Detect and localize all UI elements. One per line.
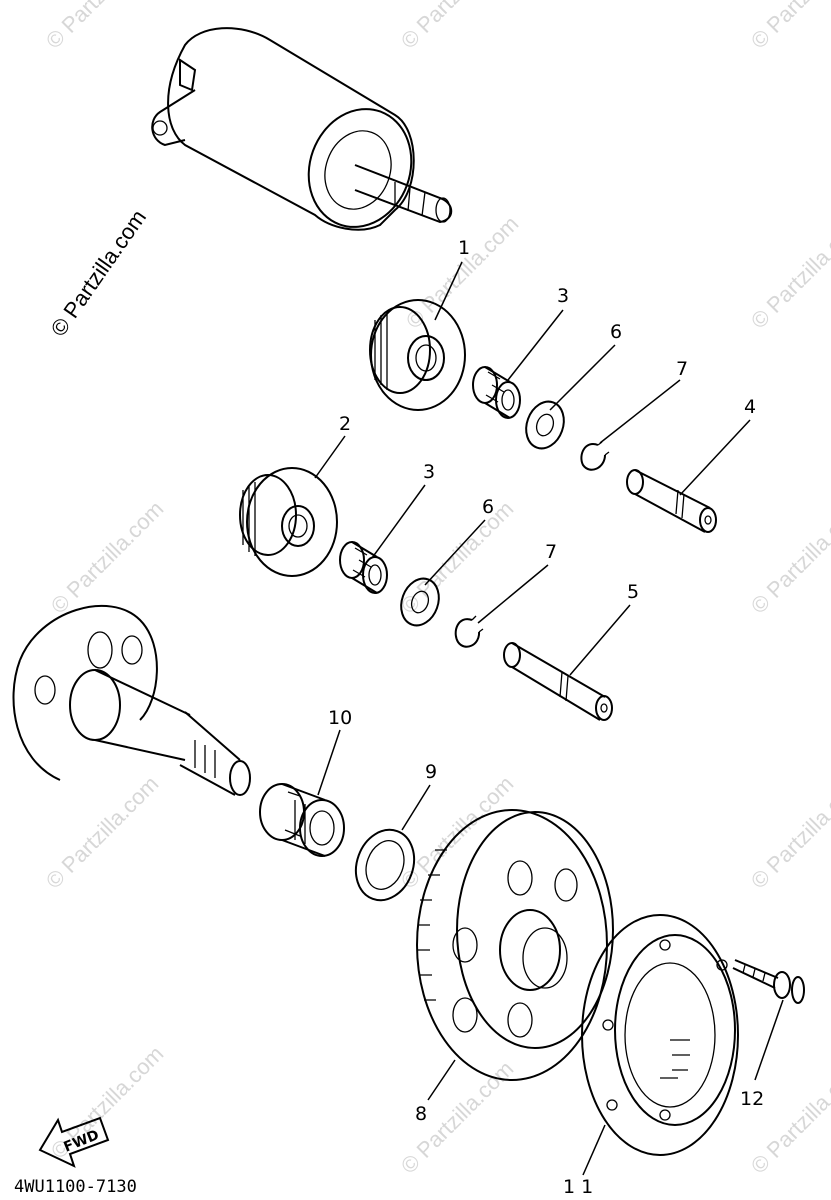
callout-6b: 6: [482, 496, 494, 518]
washer-part-9: [354, 828, 416, 902]
callout-9: 9: [425, 761, 437, 783]
washer-part-6b: [400, 577, 440, 627]
crankshaft: [12, 605, 251, 796]
callout-3b: 3: [423, 461, 435, 483]
needle-bearing-part-3b: [339, 541, 388, 594]
callout-8: 8: [415, 1103, 427, 1125]
watermark: © Partzilla.com: [746, 496, 831, 619]
callout-1: 1: [458, 237, 470, 259]
circlip-part-7: [580, 441, 610, 471]
watermark: © Partzilla.com: [746, 0, 831, 54]
diagram-code: 4WU1100-7130: [14, 1177, 137, 1197]
gear-part-1: [369, 299, 466, 411]
callout-6: 6: [610, 321, 622, 343]
watermark: © Partzilla.com: [746, 771, 831, 894]
partzilla-watermark: © Partzilla.com: [46, 205, 152, 341]
watermark: © Partzilla.com: [396, 0, 519, 54]
watermarks: © Partzilla.com © Partzilla.com © Partzi…: [41, 0, 831, 1179]
watermark: © Partzilla.com: [746, 1056, 831, 1179]
watermark: © Partzilla.com: [401, 211, 524, 334]
callout-2: 2: [339, 413, 351, 435]
callout-10: 10: [328, 707, 352, 729]
bearing-part-10: [259, 783, 345, 857]
starter-motor: [151, 27, 453, 231]
bolt-part-12: [732, 959, 805, 1004]
callouts: 1 3 6 7 4 2 3 6 7 5 10 9 8 1 1 12: [328, 237, 764, 1198]
watermark: © Partzilla.com: [46, 496, 169, 619]
callout-4: 4: [744, 396, 756, 418]
watermark: © Partzilla.com: [396, 496, 519, 619]
callout-7: 7: [676, 358, 688, 380]
shaft-part-4: [626, 469, 717, 533]
watermark: © Partzilla.com: [41, 771, 164, 894]
washer-part-6: [525, 400, 565, 450]
leader-lines: [314, 261, 784, 1176]
callout-5: 5: [627, 581, 639, 603]
needle-bearing-part-3: [472, 366, 521, 419]
watermark: © Partzilla.com: [41, 0, 164, 54]
callout-12: 12: [740, 1088, 764, 1110]
clutch-part-11: [581, 914, 739, 1156]
watermark: © Partzilla.com: [746, 211, 831, 334]
callout-11: 1 1: [563, 1176, 593, 1198]
shaft-part-5: [503, 642, 613, 721]
circlip-part-7b: [454, 615, 484, 648]
gear-part-2: [239, 467, 338, 577]
large-gear-part-8: [416, 809, 614, 1081]
callout-3: 3: [557, 285, 569, 307]
watermark: © Partzilla.com: [396, 771, 519, 894]
callout-7b: 7: [545, 541, 557, 563]
